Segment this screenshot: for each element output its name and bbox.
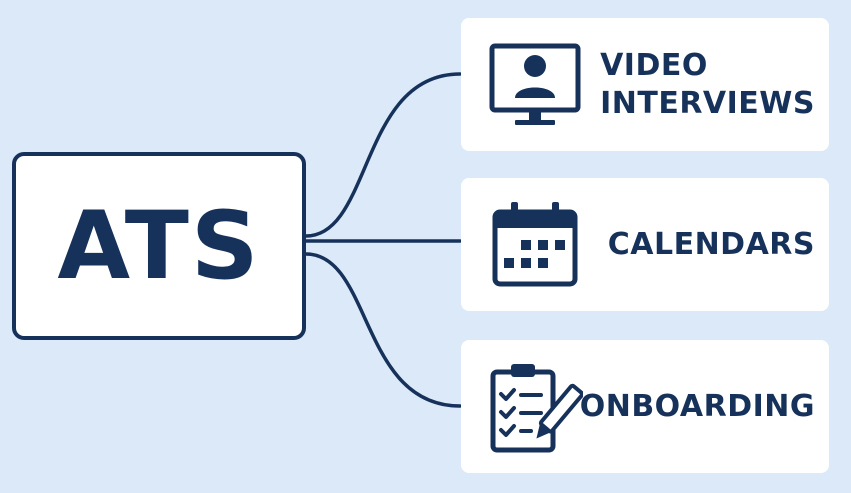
connector-onboarding [304, 252, 462, 408]
connector-video-interviews [304, 72, 462, 238]
ats-label: ATS [57, 191, 261, 301]
calendars-line-1: CALENDARS [607, 226, 815, 262]
calendar-icon [492, 202, 578, 287]
video-interviews-line-2: INTERVIEWS [600, 85, 815, 121]
video-interviews-card: VIDEO INTERVIEWS [461, 18, 829, 151]
calendars-label: CALENDARS [608, 178, 815, 311]
video-interviews-label: VIDEO INTERVIEWS [600, 18, 815, 151]
calendars-card: CALENDARS [461, 178, 829, 311]
onboarding-line-1: ONBOARDING [579, 388, 815, 424]
video-interviews-line-1: VIDEO [600, 47, 708, 83]
onboarding-label: ONBOARDING [580, 340, 815, 473]
ats-hub-box: ATS [12, 152, 306, 340]
clipboard-checklist-icon [490, 364, 583, 453]
video-interview-icon [489, 43, 581, 125]
onboarding-card: ONBOARDING [461, 340, 829, 473]
